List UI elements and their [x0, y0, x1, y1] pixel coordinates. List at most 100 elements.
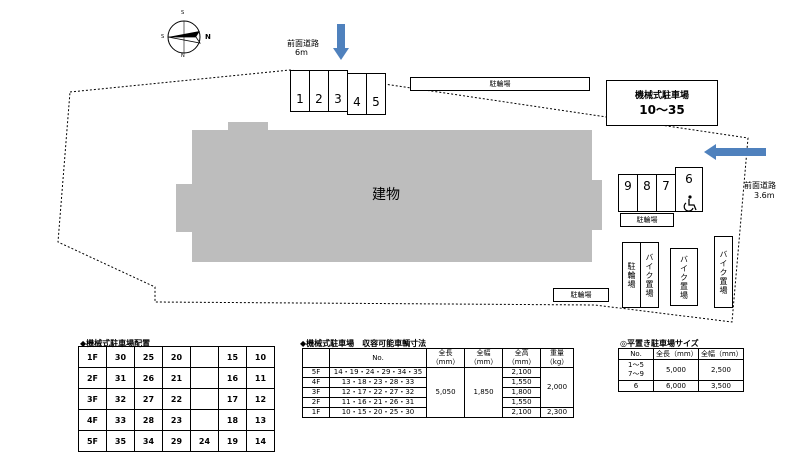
flat-table-caption: ◎平置き駐車場サイズ: [620, 339, 699, 348]
flat-no: 1〜5 7〜9: [618, 359, 654, 381]
capacity-table: No. 全長（mm） 全幅（mm） 全高（mm） 重量（kg） 5F 14・19…: [302, 348, 574, 418]
cap-weight-upper: 2,000: [540, 367, 574, 408]
bike-parking-label: 駐輪場: [489, 80, 511, 88]
layout-space-cell: 11: [246, 367, 275, 389]
compass-s-label: N: [181, 53, 185, 59]
motorbike-label: バイク置場: [645, 252, 654, 298]
parking-space-label: 5: [372, 95, 380, 109]
cap-nos: 12・17・22・27・32: [329, 387, 427, 398]
cap-floor: 5F: [302, 367, 330, 378]
parking-space-2: 2: [309, 70, 329, 112]
cap-nos: 14・19・24・29・34・35: [329, 367, 427, 378]
flat-table: No. 全長（mm） 全幅（mm） 1〜5 7〜9 5,000 2,500 6 …: [618, 348, 744, 392]
layout-space-cell: 30: [106, 346, 135, 368]
flat-header-width: 全幅（mm）: [698, 348, 744, 360]
parking-space-8: 8: [637, 174, 657, 212]
layout-space-cell: 32: [106, 388, 135, 410]
layout-space-cell: 35: [106, 430, 135, 452]
layout-space-cell: 18: [218, 409, 247, 431]
motorbike-parking-2: バイク置場: [670, 248, 698, 306]
layout-floor-cell: 3F: [78, 388, 107, 410]
layout-space-cell: 34: [134, 430, 163, 452]
cap-length: 5,050: [425, 367, 466, 418]
layout-floor-cell: 5F: [78, 430, 107, 452]
cap-floor: 3F: [302, 387, 330, 398]
layout-space-cell: 27: [134, 388, 163, 410]
cap-floor: 1F: [302, 407, 330, 418]
parking-space-1: 1: [290, 70, 310, 112]
parking-space-label: 9: [624, 179, 632, 193]
parking-space-label: 2: [315, 92, 323, 106]
flat-no: 6: [618, 380, 654, 392]
parking-space-label: 4: [353, 95, 361, 109]
parking-space-7: 7: [656, 174, 676, 212]
mechanical-parking-range: 10〜35: [639, 103, 685, 117]
parking-space-label: 1: [296, 92, 304, 106]
road-east-name: 前面道路: [744, 181, 776, 190]
road-north-width: 6m: [295, 48, 308, 57]
layout-space-cell: [190, 346, 219, 368]
motorbike-label: バイク置場: [719, 249, 728, 295]
bike-parking-label: 駐輪場: [627, 261, 636, 289]
site-plan: [57, 20, 766, 323]
compass-e-label: N: [205, 33, 211, 41]
layout-space-cell: 15: [218, 346, 247, 368]
parking-space-label: 7: [662, 179, 670, 193]
cap-height: 1,550: [502, 377, 542, 388]
property-boundary: [57, 69, 749, 323]
layout-space-cell: 14: [246, 430, 275, 452]
layout-space-cell: 29: [162, 430, 191, 452]
flat-length: 6,000: [653, 380, 699, 392]
cap-nos: 13・18・23・28・33: [329, 377, 427, 388]
compass-w-label: S: [161, 34, 165, 40]
layout-space-cell: 26: [134, 367, 163, 389]
road-arrow-east: [704, 144, 766, 160]
cap-floor: 2F: [302, 397, 330, 408]
motorbike-parking-3: バイク置場: [714, 236, 733, 308]
cap-height: 1,550: [502, 397, 542, 408]
parking-space-9: 9: [618, 174, 638, 212]
parking-space-label: 6: [685, 172, 693, 186]
bike-parking-top: 駐輪場: [410, 77, 590, 91]
bike-parking-label: 駐輪場: [570, 291, 592, 299]
layout-space-cell: 13: [246, 409, 275, 431]
cap-width: 1,850: [464, 367, 504, 418]
layout-space-cell: [190, 409, 219, 431]
parking-space-label: 8: [643, 179, 651, 193]
layout-space-cell: 16: [218, 367, 247, 389]
mechanical-parking: 機械式駐車場 10〜35: [606, 80, 718, 126]
parking-space-3: 3: [328, 70, 348, 112]
flat-length: 5,000: [653, 359, 699, 381]
road-arrow-north: [333, 24, 349, 60]
layout-space-cell: [190, 367, 219, 389]
cap-header-height: 全高（mm）: [502, 348, 542, 368]
wheelchair-icon: [683, 195, 697, 212]
layout-space-cell: 24: [190, 430, 219, 452]
flat-width: 2,500: [698, 359, 744, 381]
parking-space-6: 6: [675, 167, 703, 212]
layout-space-cell: 28: [134, 409, 163, 431]
layout-space-cell: 23: [162, 409, 191, 431]
cap-height: 2,100: [502, 367, 542, 378]
cap-floor: 4F: [302, 377, 330, 388]
layout-space-cell: 19: [218, 430, 247, 452]
layout-space-cell: [190, 388, 219, 410]
building-label: 建物: [372, 187, 400, 203]
bike-parking-right: 駐輪場: [620, 213, 674, 227]
layout-space-cell: 25: [134, 346, 163, 368]
layout-space-cell: 20: [162, 346, 191, 368]
flat-header-no: No.: [618, 348, 654, 360]
layout-floor-cell: 1F: [78, 346, 107, 368]
flat-width: 3,500: [698, 380, 744, 392]
layout-space-cell: 21: [162, 367, 191, 389]
compass-icon: [167, 20, 201, 54]
layout-space-cell: 22: [162, 388, 191, 410]
cap-header-weight: 重量（kg）: [540, 348, 574, 368]
cap-header-length: 全長（mm）: [425, 348, 466, 368]
bike-parking-vertical: 駐輪場: [622, 242, 641, 308]
mechanical-parking-title: 機械式駐車場: [634, 91, 689, 101]
